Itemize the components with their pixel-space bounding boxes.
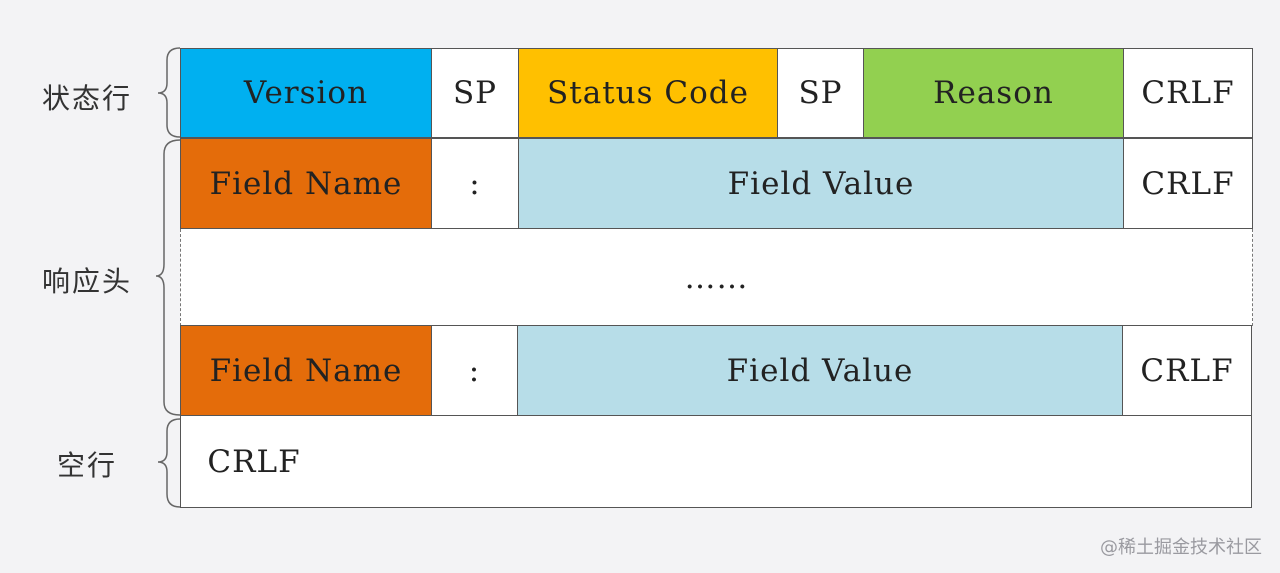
colon-cell-1: : — [431, 138, 519, 229]
header-crlf-cell-1: CRLF — [1123, 138, 1253, 229]
status-code-cell: Status Code — [518, 48, 778, 138]
field-name-cell-2: Field Name — [180, 325, 432, 416]
response-headers-label: 响应头 — [41, 265, 132, 298]
colon-cell-2: : — [431, 325, 518, 416]
blank-line-brace — [157, 418, 181, 508]
header-crlf-cell-2: CRLF — [1122, 325, 1252, 416]
status-line-label: 状态行 — [41, 82, 132, 115]
ellipsis-row: …… — [180, 229, 1253, 326]
field-value-cell-1: Field Value — [518, 138, 1124, 229]
blank-line-crlf-text: CRLF — [207, 443, 301, 480]
field-name-cell-1: Field Name — [180, 138, 432, 229]
watermark: @稀土掘金技术社区 — [1100, 537, 1262, 558]
blank-line-label: 空行 — [56, 449, 117, 482]
ellipsis-text: …… — [684, 259, 749, 296]
version-cell: Version — [180, 48, 432, 138]
blank-line-crlf-cell: CRLF — [180, 415, 1252, 508]
field-value-cell-2: Field Value — [517, 325, 1123, 416]
response-headers-brace — [155, 139, 181, 416]
sp-cell-1: SP — [431, 48, 519, 138]
status-crlf-cell: CRLF — [1123, 48, 1253, 138]
section-braces — [155, 47, 181, 508]
status-line-brace — [157, 47, 181, 138]
sp-cell-2: SP — [777, 48, 864, 138]
reason-cell: Reason — [863, 48, 1124, 138]
